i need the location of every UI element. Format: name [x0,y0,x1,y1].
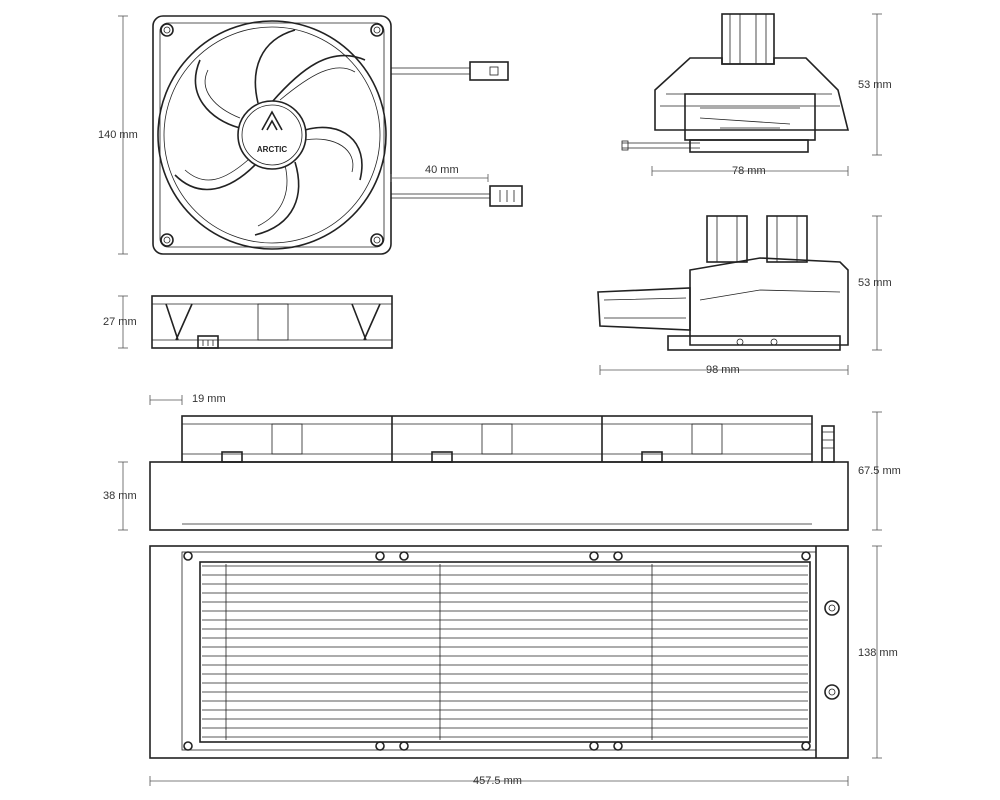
dim-pump-height-side: 53 mm [858,277,892,289]
fan-side-view [151,295,393,349]
pump-front-view [621,13,850,153]
dim-pump-width-front: 78 mm [732,165,766,177]
dim-fan-cable: 40 mm [425,164,459,176]
pump-front-dimension-lines [651,13,882,176]
dim-total-thickness: 67.5 mm [858,465,901,477]
dim-radiator-length: 457.5 mm [473,775,522,787]
fan-blades [174,29,366,236]
radiator-fins [202,564,808,740]
fan-dimension-lines [118,15,489,349]
dim-offset: 19 mm [192,393,226,405]
radiator-top-view [149,545,849,759]
dim-pump-width-side: 98 mm [706,364,740,376]
fan-front-view: ARCTIC [152,15,523,255]
dim-radiator-width: 138 mm [858,647,898,659]
radiator-side-dimension-lines [118,395,882,531]
dim-fan-height: 140 mm [98,129,138,141]
pump-side-dimension-lines [599,215,882,375]
pump-side-view [597,215,849,351]
logo-text: ARCTIC [257,145,287,154]
dim-fan-thickness: 27 mm [103,316,137,328]
arctic-logo-icon [261,110,283,131]
radiator-top-dimension-lines [149,545,882,786]
radiator-side-view [149,415,849,531]
dim-radiator-thickness: 38 mm [103,490,137,502]
dim-pump-height-front: 53 mm [858,79,892,91]
